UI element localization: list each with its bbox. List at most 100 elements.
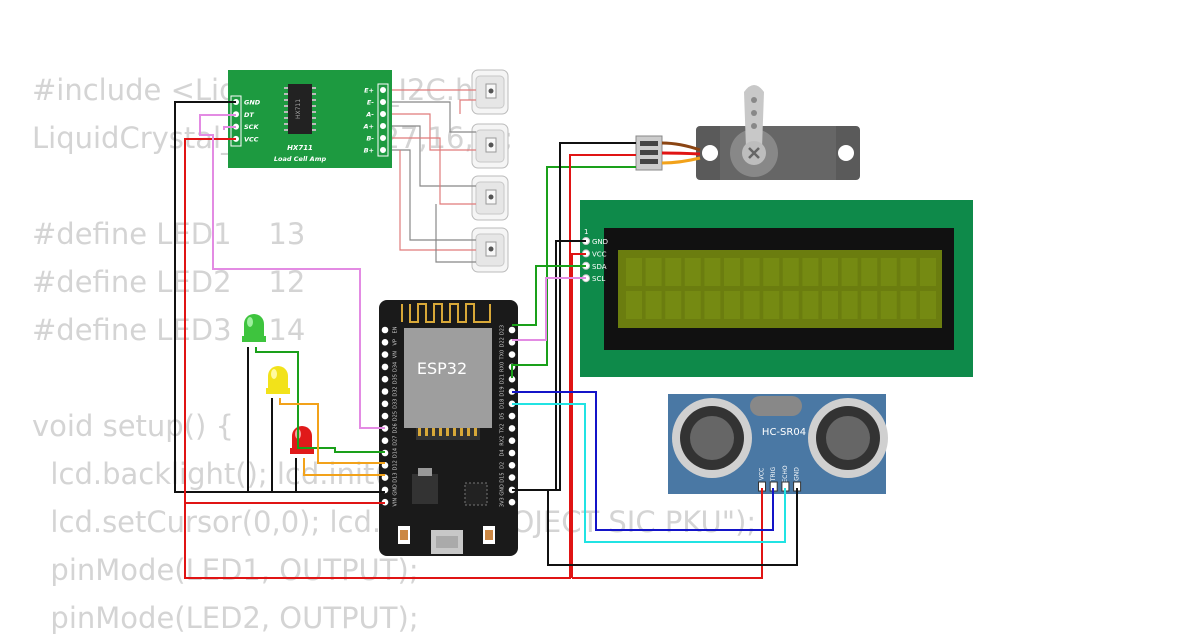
esp32-pin-label: TX2 <box>500 424 506 435</box>
lcd-pin-label: VCC <box>592 250 607 258</box>
esp32-board[interactable]: ESP32 ENVPVND34D35D32D33D25D26D27D14D12D… <box>379 300 518 556</box>
esp32-pin-label: D5 <box>500 413 506 420</box>
wire-led1 <box>255 347 385 453</box>
lcd-char-cell <box>880 291 897 319</box>
esp32-pin-label: VIN <box>393 498 399 507</box>
load-cell-3[interactable] <box>471 175 509 221</box>
load-cell-4[interactable] <box>471 227 509 273</box>
esp32-pin[interactable] <box>508 351 516 358</box>
esp32-pin-label: D14 <box>393 448 399 458</box>
code-line: #define LED3 14 <box>32 313 306 347</box>
lcd-char-cell <box>763 291 780 319</box>
esp32-pin[interactable] <box>381 400 389 408</box>
esp32-pin[interactable] <box>381 351 389 358</box>
wire-sonar-vcc <box>572 488 763 579</box>
lcd-char-cell <box>880 258 897 286</box>
esp32-pin[interactable] <box>508 474 516 481</box>
lcd-char-cell <box>822 291 838 319</box>
esp32-pin[interactable] <box>381 326 389 334</box>
esp32-pin[interactable] <box>508 375 516 383</box>
esp32-pin[interactable] <box>381 339 389 346</box>
esp32-pin[interactable] <box>381 412 389 420</box>
code-line: pinMode(LED2, OUTPUT); <box>32 601 419 635</box>
esp32-pin-label: D2 <box>500 462 506 469</box>
lcd-char-cell <box>684 291 701 319</box>
esp32-pin-label: D26 <box>393 423 399 433</box>
esp32-pin-label: D23 <box>500 325 506 335</box>
esp32-pin[interactable] <box>508 449 516 457</box>
lcd-char-cell <box>665 258 682 286</box>
esp32-pin[interactable] <box>381 375 389 383</box>
hcsr04-pin-label: GND <box>794 467 801 481</box>
wire-lcd-gnd <box>555 240 586 490</box>
load-cell-2[interactable] <box>471 123 509 169</box>
load-cell-wires <box>384 89 476 263</box>
esp32-pin[interactable] <box>508 462 516 469</box>
esp32-pin-label: D22 <box>500 337 506 347</box>
esp32-pin[interactable] <box>508 412 516 420</box>
wire-servo-signal <box>511 166 636 378</box>
lcd-char-cell <box>743 258 760 286</box>
servo-motor[interactable] <box>635 85 860 180</box>
esp32-pin[interactable] <box>381 437 389 445</box>
hx711-pin[interactable] <box>380 147 386 153</box>
wire-hx711-gnd <box>174 101 385 493</box>
esp32-pin-label: D19 <box>500 386 506 396</box>
hx711-pin[interactable] <box>380 135 386 141</box>
lcd-pin1-marker: 1 <box>584 228 588 236</box>
hx711-pin-label: SCK <box>244 123 259 131</box>
lcd-char-cell <box>802 258 819 286</box>
esp32-pin-label: D35 <box>393 374 399 384</box>
hx711-pin-label: E+ <box>364 87 374 95</box>
code-line: pinMode(LED1, OUTPUT); <box>32 553 419 587</box>
lcd-char-cell <box>665 291 682 319</box>
led-yellow[interactable] <box>266 366 290 394</box>
esp32-pin[interactable] <box>381 363 389 371</box>
esp32-pin-label: D21 <box>500 374 506 384</box>
esp32-pin[interactable] <box>508 437 516 445</box>
esp32-pin-label: VN <box>393 351 399 358</box>
lcd-char-cell <box>782 291 799 319</box>
lcd-char-cell <box>626 291 642 319</box>
wire-led3 <box>303 458 385 476</box>
lcd-char-cell <box>822 258 838 286</box>
lcd-char-cell <box>861 291 878 319</box>
esp32-pin-label: TX0 <box>500 350 506 361</box>
hx711-pin[interactable] <box>380 87 386 93</box>
wire-led2 <box>279 398 385 464</box>
lcd-char-cell <box>763 258 780 286</box>
esp32-pin-label: D18 <box>500 399 506 409</box>
hcsr04-pin-label: ECHO <box>782 465 789 482</box>
hx711-title: HX711 <box>287 144 313 152</box>
esp32-pin-label: RX0 <box>500 362 506 372</box>
lcd-char-cell <box>704 258 721 286</box>
hx711-pin[interactable] <box>380 111 386 117</box>
hx711-pin[interactable] <box>380 123 386 129</box>
esp32-pin[interactable] <box>508 425 516 432</box>
esp32-pin[interactable] <box>508 498 516 506</box>
esp32-pin-label: D4 <box>500 449 506 456</box>
wire-lcd-vcc <box>571 253 586 578</box>
lcd-char-cell <box>802 291 819 319</box>
lcd-char-cell <box>704 291 721 319</box>
led-green[interactable] <box>242 314 266 342</box>
led-red[interactable] <box>290 426 314 454</box>
esp32-pin-label: D33 <box>393 399 399 409</box>
wire-sonar-gnd <box>512 488 798 566</box>
load-cell-1[interactable] <box>471 69 509 115</box>
lcd-char-cell <box>900 291 917 319</box>
hx711-pin-label: GND <box>244 99 261 107</box>
code-line: #define LED2 12 <box>32 265 306 299</box>
esp32-pin[interactable] <box>508 326 516 334</box>
hx711-pin[interactable] <box>380 99 386 105</box>
lcd-char-cell <box>841 291 858 319</box>
esp32-pin[interactable] <box>381 388 389 395</box>
hx711-pin-label: B+ <box>364 147 374 155</box>
code-line: void setup() { <box>32 409 234 443</box>
lcd-pin-label: GND <box>592 238 608 246</box>
lcd-char-cell <box>724 291 740 319</box>
